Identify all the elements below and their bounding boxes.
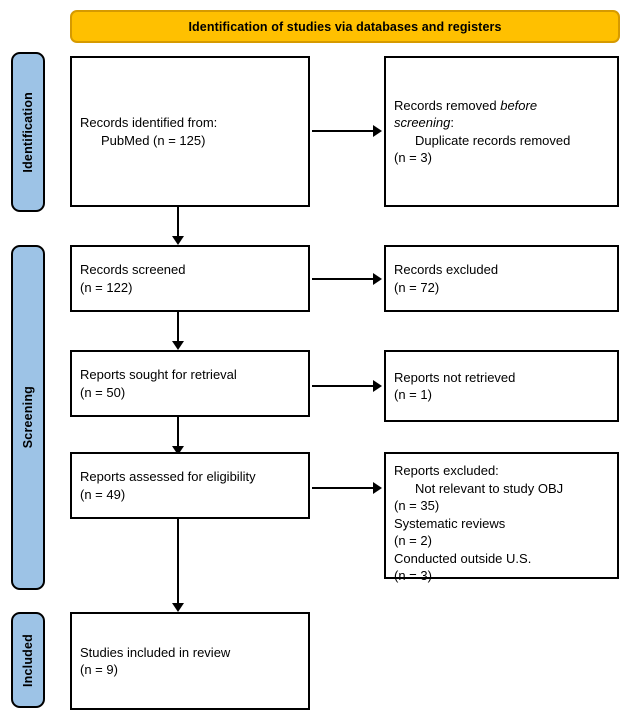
box-reports-assessed: Reports assessed for eligibility (n = 49… <box>70 452 310 519</box>
box-records-removed-line-4: (n = 3) <box>394 150 432 165</box>
box-reports-excluded-line-1: Reports excluded: <box>394 463 499 478</box>
arrow-assessed-to-excluded <box>312 482 382 494</box>
box-records-removed-line-2: screening: <box>394 114 609 132</box>
box-reports-not-retrieved-line-1: Reports not retrieved <box>394 369 516 385</box>
box-reports-assessed-line-2: (n = 49) <box>80 486 126 502</box>
box-reports-excluded: Reports excluded: Not relevant to study … <box>384 452 619 583</box>
box-reports-sought-line-1: Reports sought for retrieval <box>80 367 237 382</box>
arrow-assessed-to-included <box>172 519 184 612</box>
stage-label-screening-text: Screening <box>21 386 35 449</box>
stage-label-identification: Identification <box>11 52 45 212</box>
box-records-excluded-line-2: (n = 72) <box>394 279 440 295</box>
box-studies-included-line-1: Studies included in review <box>80 644 231 660</box>
arrow-identified-to-removed <box>312 125 382 137</box>
box-records-excluded-line-1: Records excluded <box>394 262 499 277</box>
box-records-removed-line-1-text: Records removed <box>394 97 501 113</box>
arrow-screened-to-excluded <box>312 273 382 285</box>
box-reports-excluded-line-7: (n = 3) <box>394 568 432 583</box>
box-reports-sought: Reports sought for retrieval (n = 50) <box>70 350 310 417</box>
stage-label-included: Included <box>11 612 45 708</box>
box-reports-not-retrieved-line-2: (n = 1) <box>394 387 432 402</box>
box-records-removed-line-2-italic: screening <box>394 115 451 130</box>
box-reports-excluded-line-6: Conducted outside U.S. <box>394 550 532 566</box>
box-reports-not-retrieved: Reports not retrieved (n = 1) <box>384 350 619 422</box>
box-records-removed-line-2-colon: : <box>450 115 454 130</box>
box-reports-excluded-line-5: (n = 2) <box>394 533 432 548</box>
stage-label-included-text: Included <box>21 633 35 687</box>
box-records-identified: Records identified from: PubMed (n = 125… <box>70 56 310 207</box>
box-records-excluded: Records excluded (n = 72) <box>384 245 619 312</box>
box-records-removed-line-3: Duplicate records removed <box>415 132 571 148</box>
box-reports-excluded-line-4: Systematic reviews <box>394 515 506 531</box>
arrow-screened-to-sought <box>172 312 184 350</box>
arrow-sought-to-assessed <box>172 417 184 455</box>
box-studies-included-line-2: (n = 9) <box>80 662 118 677</box>
diagram-header-banner: Identification of studies via databases … <box>70 10 620 43</box>
diagram-title: Identification of studies via databases … <box>188 19 502 34</box>
box-records-screened-line-1: Records screened <box>80 262 186 277</box>
box-reports-assessed-line-1: Reports assessed for eligibility <box>80 469 256 484</box>
stage-label-screening: Screening <box>11 245 45 590</box>
box-reports-excluded-line-3: (n = 35) <box>394 498 440 513</box>
box-records-removed: Records removed before screening: Duplic… <box>384 56 619 207</box>
stage-label-identification-text: Identification <box>21 91 35 173</box>
box-records-removed-line-1-italic: before <box>500 97 538 113</box>
box-records-identified-line-1: Records identified from: <box>80 115 218 130</box>
box-records-removed-line-1: Records removed before <box>394 97 609 115</box>
box-records-screened: Records screened (n = 122) <box>70 245 310 312</box>
box-reports-excluded-line-2: Not relevant to study OBJ <box>415 480 564 496</box>
arrow-identified-to-screened <box>172 207 184 245</box>
box-records-screened-line-2: (n = 122) <box>80 279 133 295</box>
arrow-sought-to-not-retrieved <box>312 380 382 392</box>
box-studies-included: Studies included in review (n = 9) <box>70 612 310 710</box>
box-records-identified-line-2: PubMed (n = 125) <box>101 132 206 148</box>
box-reports-sought-line-2: (n = 50) <box>80 384 126 400</box>
